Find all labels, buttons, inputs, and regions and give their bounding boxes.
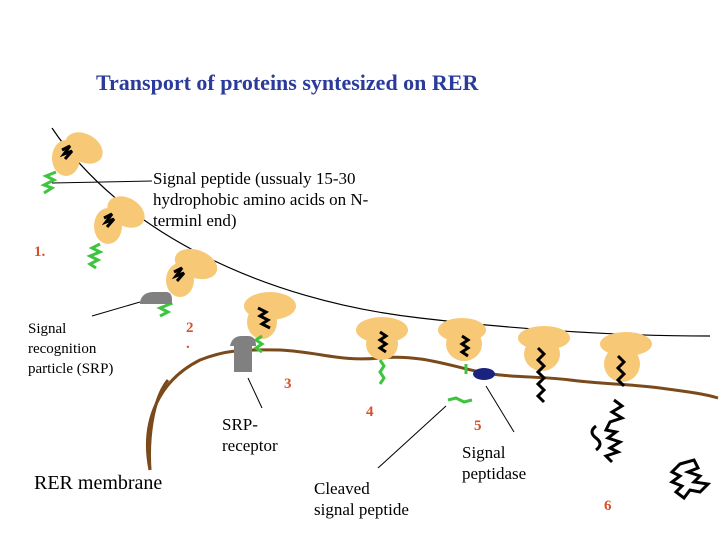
rer-membrane [145, 348, 719, 471]
signal-peptide-line-2: hydrophobic amino acids on N- [153, 190, 369, 209]
rer-membrane-start [148, 379, 170, 471]
srp-receptor [230, 336, 256, 372]
ribosome-6 [438, 318, 495, 404]
step-3: 3 [284, 376, 292, 392]
step-6: 6 [604, 498, 612, 514]
cleaved-peptide-label: Cleaved signal peptide [314, 478, 409, 520]
srp-receptor-line-1: SRP- [222, 415, 258, 434]
step-4: 4 [366, 404, 374, 420]
pointer-cleaved [377, 405, 447, 469]
diagram-title: Transport of proteins syntesized on RER [96, 70, 479, 95]
step-2: 2 [186, 320, 194, 336]
srp-line-3: particle (SRP) [28, 361, 114, 377]
step-5: 5 [474, 418, 482, 434]
signal-peptide-line-3: terminl end) [153, 211, 237, 230]
pointer-srp-receptor [247, 377, 263, 409]
cleaved-line-2: signal peptide [314, 500, 409, 519]
pointer-signal-peptide [51, 180, 153, 184]
pointer-srp [91, 301, 141, 317]
ribosome-1 [40, 132, 103, 195]
ribosome-2 [86, 196, 145, 270]
signal-peptidase-enzyme [473, 368, 495, 380]
peptidase-line-1: Signal [462, 443, 506, 462]
cleaved-line-1: Cleaved [314, 479, 370, 498]
rer-membrane-label: RER membrane [34, 472, 163, 494]
srp-line-2: recognition [28, 341, 97, 357]
peptidase-line-2: peptidase [462, 464, 527, 483]
pointer-peptidase [485, 385, 515, 433]
released-protein [668, 458, 712, 501]
step-1: 1. [34, 244, 46, 260]
srp-particle [140, 292, 172, 304]
ribosome-4 [230, 292, 296, 372]
signal-peptide-label: Signal peptide (ussualy 15-30 hydrophobi… [153, 168, 368, 231]
ribosome-8 [590, 332, 652, 464]
srp-label: Signal recognition particle (SRP) [28, 319, 113, 379]
srp-receptor-label: SRP- receptor [222, 414, 278, 456]
ribosome-3 [140, 248, 218, 318]
signal-peptidase-label: Signal peptidase [462, 442, 526, 484]
srp-line-1: Signal [28, 321, 67, 337]
signal-peptide-line-1: Signal peptide (ussualy 15-30 [153, 169, 356, 188]
ribosome-7 [518, 326, 570, 404]
ribosome-5 [356, 317, 408, 385]
er-curve [51, 127, 711, 337]
srp-receptor-line-2: receptor [222, 436, 278, 455]
cleaved-peptide [447, 396, 473, 404]
step-2-dot: . [186, 336, 190, 352]
